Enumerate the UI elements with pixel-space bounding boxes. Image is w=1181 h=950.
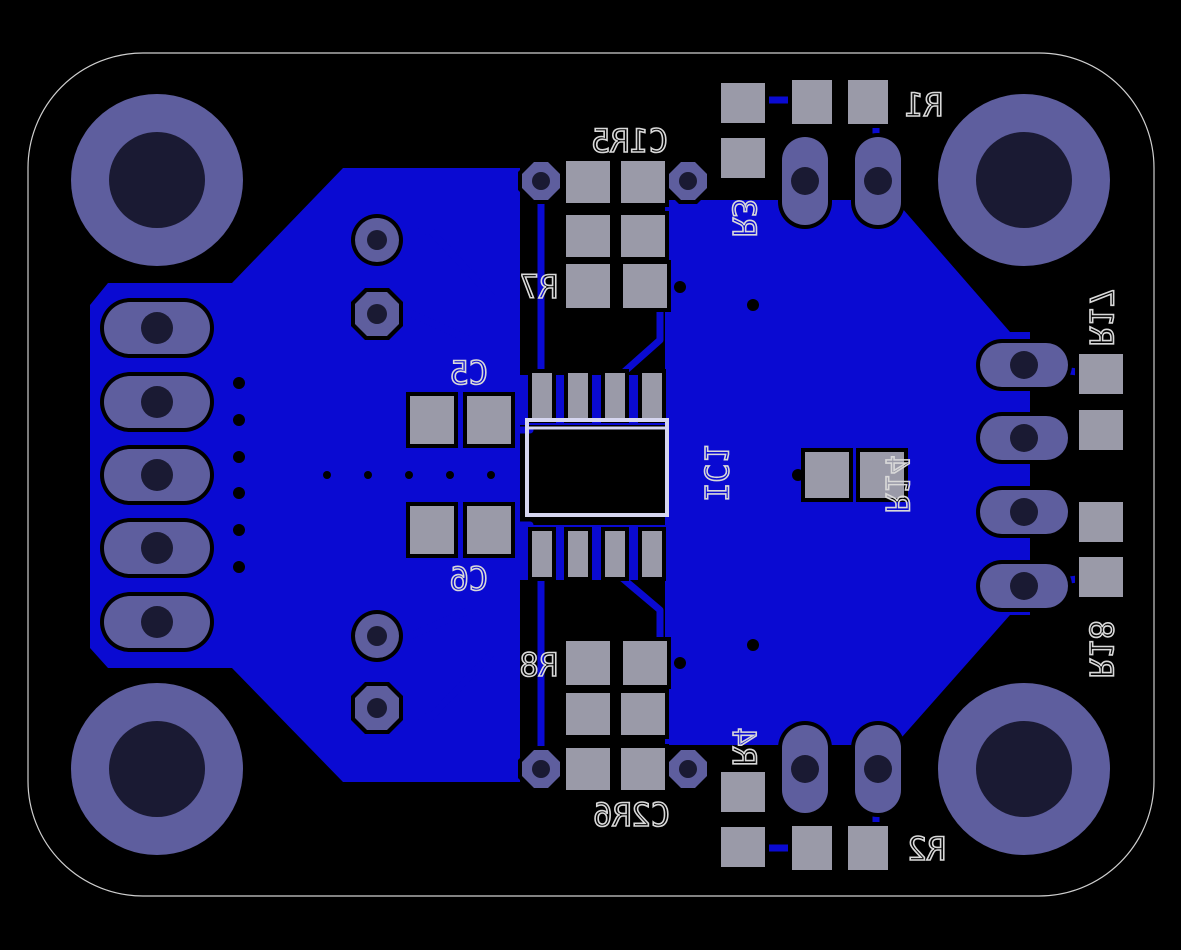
- label-r2: R2: [907, 830, 946, 868]
- label-c2r6: C2R6: [593, 796, 670, 834]
- label-r3: R3: [725, 198, 763, 237]
- label-c6: C6: [449, 560, 488, 598]
- board-outline: [27, 52, 1155, 897]
- left-header: [100, 298, 214, 652]
- right-header: [976, 339, 1072, 612]
- label-c5: C5: [449, 354, 488, 392]
- label-r1: R1: [904, 86, 943, 124]
- oval-pads: [778, 133, 905, 817]
- label-r18: R18: [1082, 620, 1120, 678]
- mounting-holes: [71, 94, 1110, 855]
- label-ic1: IC1: [697, 444, 735, 502]
- label-r4: R4: [725, 727, 763, 766]
- silkscreen-labels: R1 R2 C1R5 C2R6 R7 R8 C5 C6 IC1 R14 R3: [449, 85, 1121, 869]
- smd-pads: [406, 76, 1127, 874]
- label-c1r5: C1R5: [591, 122, 668, 160]
- label-r8: R8: [519, 646, 558, 684]
- ic1-outline: [525, 418, 669, 517]
- label-r7: R7: [519, 268, 558, 306]
- label-r14: R14: [878, 455, 916, 513]
- label-r17: R17: [1082, 288, 1120, 346]
- small-vias: [233, 281, 804, 669]
- through-holes: [351, 158, 711, 792]
